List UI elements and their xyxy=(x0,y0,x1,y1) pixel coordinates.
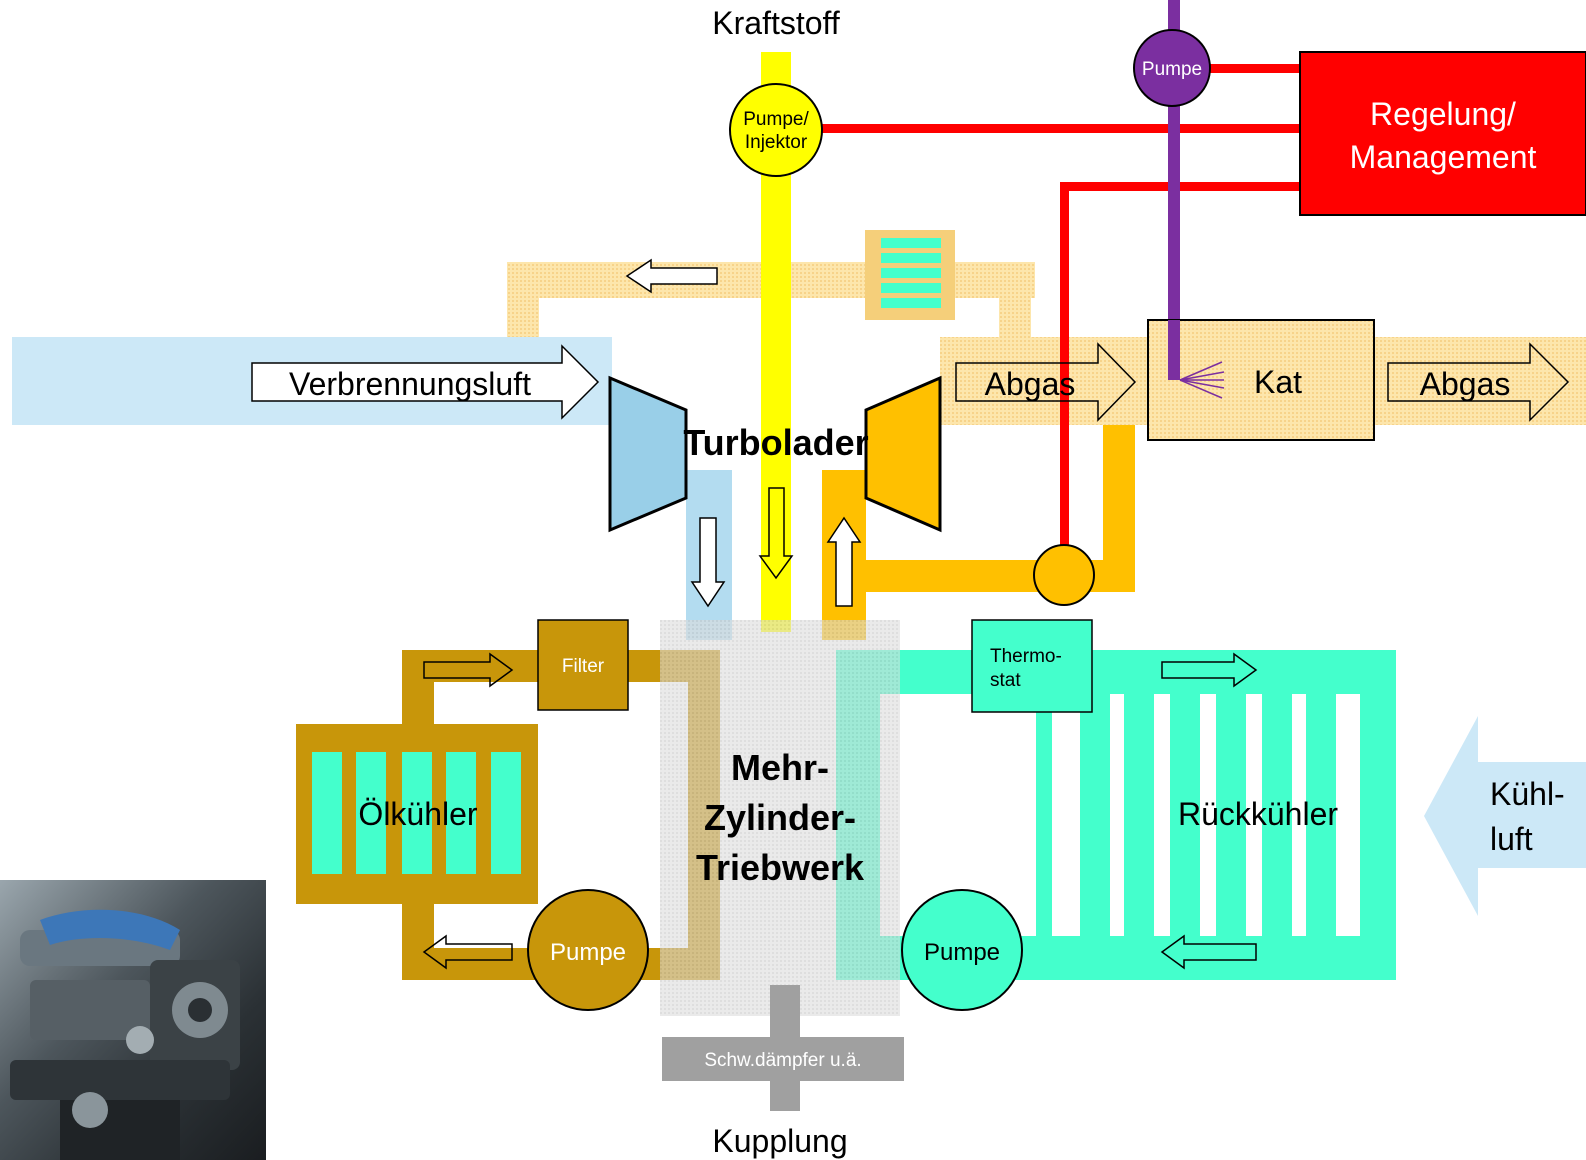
egr-cooler xyxy=(865,230,955,320)
oil-filter xyxy=(537,619,629,711)
fuel-label: Kraftstoff xyxy=(712,5,840,41)
control-unit-box xyxy=(1299,51,1586,216)
coolant-pump-label: Pumpe xyxy=(924,939,1000,966)
engine-label-3: Triebwerk xyxy=(696,847,865,888)
compressor xyxy=(608,375,688,533)
engine-label-1: Mehr- xyxy=(731,747,829,788)
thermostat xyxy=(971,619,1093,713)
exhaust-up-arrow xyxy=(826,516,862,607)
oil-flow-arrow-left xyxy=(422,934,513,970)
oil-cooler xyxy=(296,724,538,904)
oil-cooler-label: Ölkühler xyxy=(358,796,478,832)
radiator-label: Rückkühler xyxy=(1178,796,1338,832)
oil-pump xyxy=(527,889,649,1011)
coolant-flow-arrow-right xyxy=(1161,652,1258,688)
wastegate-valve xyxy=(1033,544,1095,606)
catalyst-label: Kat xyxy=(1254,364,1302,400)
dosing-pump xyxy=(1133,29,1211,107)
fuel-down-arrow xyxy=(758,487,794,580)
vibration-damper-label: Schw.dämpfer u.ä. xyxy=(704,1050,861,1071)
dosing-line-inner xyxy=(1168,320,1180,380)
oil-flow-arrow-right xyxy=(423,652,514,688)
injector-pump-label-2: Injektor xyxy=(745,132,808,153)
control-unit-label-2: Management xyxy=(1350,139,1537,175)
charge-air-down-arrow xyxy=(690,517,726,608)
engine-label-2: Zylinder- xyxy=(704,797,856,838)
radiator-fins xyxy=(1036,694,1336,944)
intake-air-arrow xyxy=(251,344,600,420)
turbocharger-label: Turbolader xyxy=(683,422,868,463)
dosing-pump-label: Pumpe xyxy=(1142,59,1202,80)
clutch-label: Kupplung xyxy=(712,1123,847,1159)
turbine xyxy=(864,375,942,533)
vibration-damper-box xyxy=(662,1037,904,1081)
coolant-pump xyxy=(901,889,1023,1011)
thermostat-label-2: stat xyxy=(990,670,1021,691)
engine-block xyxy=(660,620,900,1016)
dosing-spray-icon xyxy=(1179,361,1225,399)
oil-pump-label: Pumpe xyxy=(550,939,626,966)
egr-flow-arrow xyxy=(625,258,718,294)
cooling-air-arrow xyxy=(1424,716,1586,916)
oil-filter-label: Filter xyxy=(562,656,605,677)
exhaust-arrow-2 xyxy=(1387,342,1570,422)
cooling-air-label-2: luft xyxy=(1490,821,1533,857)
exhaust-label-1: Abgas xyxy=(985,366,1076,402)
intake-air-label: Verbrennungsluft xyxy=(289,366,531,402)
coolant-flow-arrow-left xyxy=(1160,934,1257,970)
injector-pump-label-1: Pumpe/ xyxy=(743,109,809,130)
exhaust-label-2: Abgas xyxy=(1420,366,1511,402)
injector-pump xyxy=(729,83,823,177)
exhaust-arrow-1 xyxy=(955,342,1137,422)
engine-photo xyxy=(0,880,266,1160)
cooling-air-label-1: Kühl- xyxy=(1490,776,1565,812)
thermostat-label-1: Thermo- xyxy=(990,646,1062,667)
control-unit-label-1: Regelung/ xyxy=(1370,96,1516,132)
